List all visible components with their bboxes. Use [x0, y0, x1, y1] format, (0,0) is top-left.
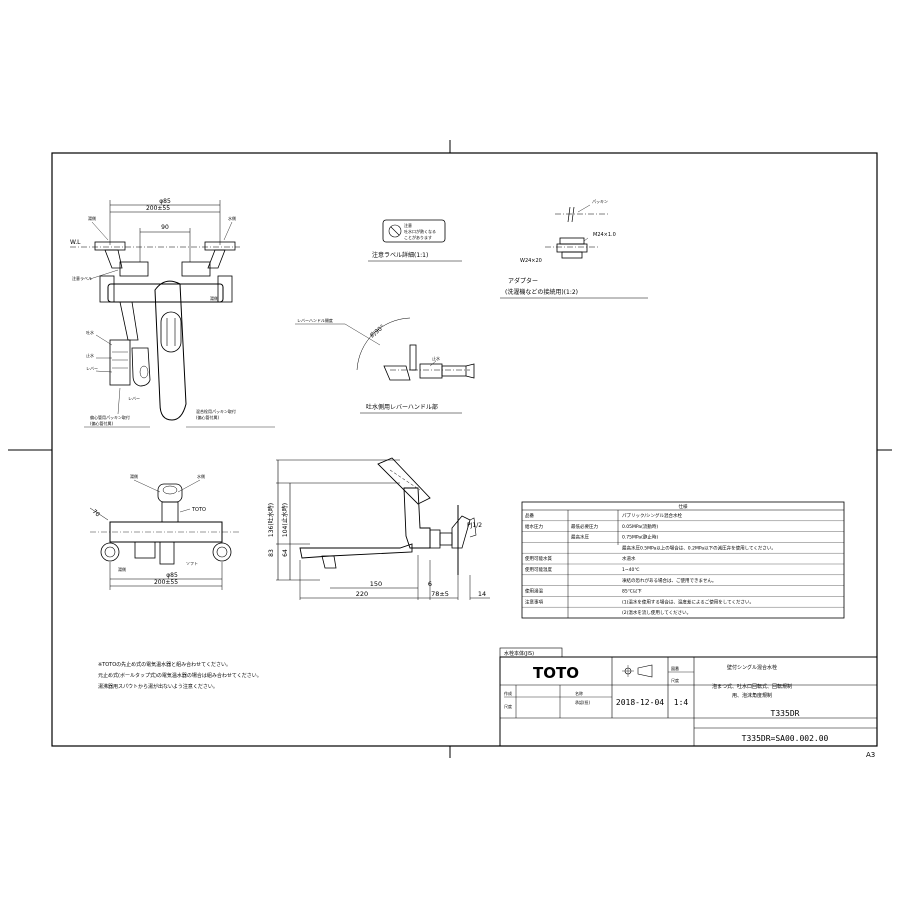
note-right-1: 混合栓用パッキン取付 — [196, 408, 236, 414]
side-dim-78: 78±5 — [431, 590, 449, 598]
plan-dim-85: φ85 — [166, 572, 178, 579]
sticker-text-1: 吐水口が熱くなる — [404, 228, 436, 234]
spec-row-key: 使用可能温度 — [525, 566, 552, 573]
lever-opening-label: レバーハンドル開度 — [297, 317, 333, 323]
tb-product-desc-2: 用、泡沫角度規制 — [732, 692, 772, 699]
spec-row-value: 水道水 — [622, 555, 636, 562]
plan-toto: TOTO — [191, 507, 206, 513]
lever-label-2: レバー — [128, 396, 140, 401]
side-dim-220: 220 — [356, 590, 368, 598]
tb-row-label-4: 承認(担) — [575, 699, 591, 705]
tb-col-label-1: 図番 — [671, 665, 679, 671]
side-pipe: PJ1/2 — [467, 522, 482, 529]
tb-brand: TOTO — [533, 664, 579, 682]
spec-row-sub: 最低必要圧力 — [571, 523, 598, 530]
h1-label: 吐水 — [86, 329, 94, 335]
spec-row-value: 0.05MPa(流動時) — [622, 523, 658, 530]
dim-200: 200±55 — [146, 205, 170, 212]
side-dim-64: 64 — [282, 549, 289, 557]
side-dim-104: 104(止水時) — [281, 503, 289, 537]
side-dim-6: 6 — [428, 580, 432, 588]
tb-drawing-no: T335DR=SA00.002.00 — [742, 734, 829, 743]
tb-product-name: 壁付シングル混合水栓 — [727, 664, 777, 671]
side-dim-150: 150 — [370, 580, 382, 588]
wl-label: W.L — [70, 239, 81, 246]
note-left-2: (偏心管付属) — [90, 420, 114, 426]
h2-label: 止水 — [86, 352, 94, 358]
caution-label: 注意ラベル — [72, 275, 92, 281]
tb-standard: 水栓本体(JIS) — [504, 650, 534, 657]
tb-product-desc-1: 泡まつ式、吐水口回転式、回転規制 — [712, 683, 792, 690]
tb-date: 2018-12-04 — [616, 698, 664, 707]
spec-row-value: 凍結の恐れがある場合は、ご使用できません。 — [622, 577, 716, 584]
spec-row-value: 85℃以下 — [622, 589, 642, 595]
plan-hot-2: 湯側 — [118, 566, 126, 572]
plan-view: 湯側 水側 TOTO 70 湯側 ソフト φ85 200±55 — [89, 473, 240, 590]
tb-row-label-1: 作成 — [504, 690, 512, 696]
spec-row-value: 1~40℃ — [622, 567, 639, 573]
spec-row-key: 給水圧力 — [525, 523, 543, 530]
hot-label: 湯側 — [88, 215, 96, 221]
notes: ※TOTOの先止め式の電気温水器と組み合わせてください。 元止め式(ボールタップ… — [98, 661, 262, 690]
front-view: φ85 200±55 90 W.L 湯側 水側 注意ラベル — [70, 198, 275, 428]
adapter-w-thread: W24×20 — [520, 258, 542, 264]
note-left-1: 偏心管用パッキン取付 — [90, 414, 130, 420]
note-right-2: (偏心管付属) — [196, 414, 220, 420]
note-line-2: 元止め式(ボールタップ式)の電気温水器の場合は組み合わせてください。 — [98, 672, 262, 679]
caution-sticker: 注意 吐水口が熱くなる ことがあります 注意ラベル詳細(1:1) — [368, 219, 462, 262]
side-dim-14: 14 — [478, 590, 486, 598]
note-line-1: ※TOTOの先止め式の電気温水器と組み合わせてください。 — [98, 661, 231, 668]
lever-angle: 約90° — [368, 323, 386, 340]
sticker-caption: 注意ラベル詳細(1:1) — [372, 251, 428, 259]
side-view: 136(吐水時) 104(止水時) 83 64 PJ1/2 150 220 6 … — [267, 457, 490, 600]
spec-row-key: 使用可能水質 — [525, 555, 552, 562]
spec-row-value: (2)温水を流し使用してください。 — [622, 609, 691, 616]
spec-row-key: 注意事項 — [525, 598, 543, 605]
projection-symbol — [622, 664, 653, 678]
tb-model: T335DR — [771, 709, 800, 718]
plan-cold: 水側 — [197, 473, 205, 479]
spec-row-key: 使用湯温 — [525, 588, 543, 595]
sheet-size-label: A3 — [866, 751, 875, 759]
dim-phi85: φ85 — [159, 198, 171, 205]
plan-dim-200: 200±55 — [154, 579, 178, 586]
adapter-caption-1: アダプター — [508, 277, 538, 285]
adapter-thread: M24×1.0 — [593, 232, 616, 238]
spec-header: 仕様 — [679, 503, 688, 510]
adapter-packing: パッキン — [592, 199, 608, 204]
side-dim-83: 83 — [268, 549, 275, 557]
spec-row-key: 品番 — [525, 512, 534, 519]
spec-row-sub: 最高水圧 — [571, 534, 589, 541]
plan-dim-70: 70 — [91, 508, 101, 518]
spec-row-value: パブリック/シングル混合水栓 — [622, 512, 683, 519]
tb-row-label-3: 名称 — [575, 690, 583, 696]
hot-label-2: 湯側 — [210, 295, 218, 301]
sticker-text-2: ことがあります — [404, 234, 432, 240]
note-line-3: 湯沸器用スパウトから湯が出ないよう注意ください。 — [98, 683, 218, 690]
lever-label: レバー — [86, 366, 98, 371]
spec-row-value: (1)温水を使用する場合は、温度差によるご使用をしてください。 — [622, 598, 754, 605]
cold-label: 水側 — [228, 215, 236, 221]
plan-hot: 湯側 — [130, 473, 138, 479]
lever-stop: 止水 — [432, 355, 440, 361]
spec-row-value: 0.75MPa(静止時) — [622, 534, 658, 541]
tb-scale: 1:4 — [674, 698, 689, 707]
lever-caption: 吐水側用レバーハンドル部 — [366, 403, 438, 411]
dim-90: 90 — [161, 224, 169, 231]
side-dim-136: 136(吐水時) — [267, 503, 275, 537]
title-block: 水栓本体(JIS) TOTO 図番 尺度 壁付シングル混合水栓 泡まつ式、吐水口… — [499, 647, 878, 747]
sticker-warning: 注意 — [404, 222, 412, 228]
spec-row-value: 最高水圧0.5MPa以上の場合は、0.2MPa以下の減圧弁を使用してください。 — [622, 544, 776, 551]
adapter-detail: パッキン M24×1.0 W24×20 アダプター (洗濯機などの接続用)(1:… — [500, 199, 648, 299]
tb-row-label-2: 尺度 — [504, 703, 512, 709]
plan-soft: ソフト — [186, 561, 198, 566]
adapter-caption-2: (洗濯機などの接続用)(1:2) — [505, 288, 578, 296]
tb-col-label-2: 尺度 — [671, 677, 679, 683]
lever-view: レバーハンドル開度 約90° 止水 吐水側用レバーハンドル部 — [295, 317, 475, 414]
